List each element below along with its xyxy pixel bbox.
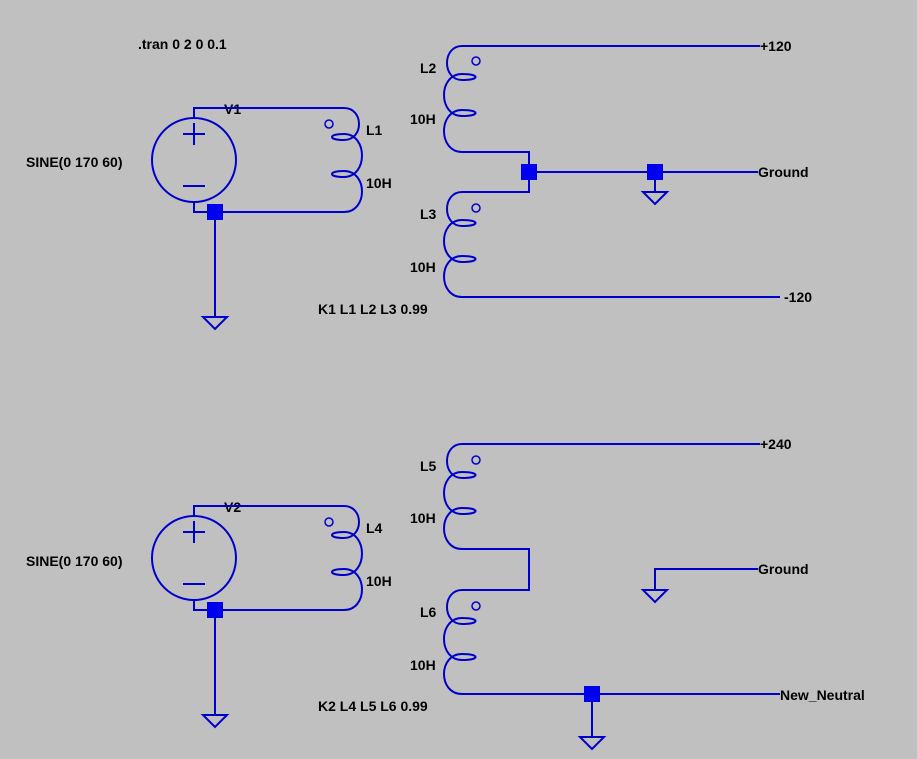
wire-v2-top[interactable] xyxy=(193,505,344,516)
inductor-name-l1[interactable]: L1 xyxy=(366,122,383,138)
phase-dot-l3 xyxy=(471,203,481,213)
wire-ground-net[interactable] xyxy=(654,568,758,590)
circuit-2: V2 SINE(0 170 60) L4 10H L5 10H L6 10H +… xyxy=(26,436,865,751)
phase-dot-l2 xyxy=(471,56,481,66)
ground-icon[interactable] xyxy=(200,714,230,729)
junction-node[interactable] xyxy=(584,686,600,702)
voltage-source-v1[interactable] xyxy=(151,117,237,203)
net-label-bottom[interactable]: New_Neutral xyxy=(780,687,865,703)
inductor-l1[interactable] xyxy=(331,107,363,213)
junction-node[interactable] xyxy=(647,164,663,180)
inductor-value-l4[interactable]: 10H xyxy=(366,573,392,589)
junction-node[interactable] xyxy=(207,602,223,618)
net-label-top[interactable]: +120 xyxy=(760,38,792,54)
inductor-l5[interactable] xyxy=(443,443,477,550)
net-label-middle[interactable]: Ground xyxy=(758,164,809,180)
tran-directive[interactable]: .tran 0 2 0 0.1 xyxy=(138,36,227,52)
wire-v1-bottom[interactable] xyxy=(193,202,344,213)
ground-icon[interactable] xyxy=(577,736,607,751)
wire-v1-top[interactable] xyxy=(193,107,344,118)
inductor-value-l1[interactable]: 10H xyxy=(366,175,392,191)
plus-icon xyxy=(183,521,205,543)
circuit-1: V1 SINE(0 170 60) L1 10H L2 10H L3 10H +… xyxy=(26,38,812,331)
inductor-name-l4[interactable]: L4 xyxy=(366,520,383,536)
inductor-value-l2[interactable]: 10H xyxy=(410,111,436,127)
source-value-v2[interactable]: SINE(0 170 60) xyxy=(26,553,123,569)
wire-series-link[interactable] xyxy=(462,548,530,591)
inductor-l2[interactable] xyxy=(443,45,477,153)
inductor-l6[interactable] xyxy=(443,589,477,695)
inductor-name-l6[interactable]: L6 xyxy=(420,604,437,620)
inductor-name-l3[interactable]: L3 xyxy=(420,206,437,222)
inductor-name-l2[interactable]: L2 xyxy=(420,60,437,76)
ground-icon[interactable] xyxy=(640,589,670,604)
inductor-l3[interactable] xyxy=(443,191,477,298)
phase-dot-l4 xyxy=(324,517,334,527)
junction-node[interactable] xyxy=(521,164,537,180)
ground-icon[interactable] xyxy=(640,191,670,206)
inductor-name-l5[interactable]: L5 xyxy=(420,458,437,474)
net-label-middle[interactable]: Ground xyxy=(758,561,809,577)
wire-center-tap[interactable] xyxy=(462,151,530,193)
wire-v2-bottom[interactable] xyxy=(193,600,344,611)
voltage-source-v2[interactable] xyxy=(151,515,237,601)
phase-dot-l5 xyxy=(471,455,481,465)
inductor-value-l3[interactable]: 10H xyxy=(410,259,436,275)
junction-node[interactable] xyxy=(207,204,223,220)
phase-dot-l6 xyxy=(471,601,481,611)
ground-icon[interactable] xyxy=(200,316,230,331)
coupling-directive-k1[interactable]: K1 L1 L2 L3 0.99 xyxy=(318,301,428,317)
plus-icon xyxy=(183,123,205,145)
phase-dot-l1 xyxy=(324,119,334,129)
inductor-value-l5[interactable]: 10H xyxy=(410,510,436,526)
inductor-value-l6[interactable]: 10H xyxy=(410,657,436,673)
coupling-directive-k2[interactable]: K2 L4 L5 L6 0.99 xyxy=(318,698,428,714)
inductor-l4[interactable] xyxy=(331,505,363,611)
net-label-top[interactable]: +240 xyxy=(760,436,792,452)
source-value-v1[interactable]: SINE(0 170 60) xyxy=(26,154,123,170)
net-label-bottom[interactable]: -120 xyxy=(784,289,812,305)
